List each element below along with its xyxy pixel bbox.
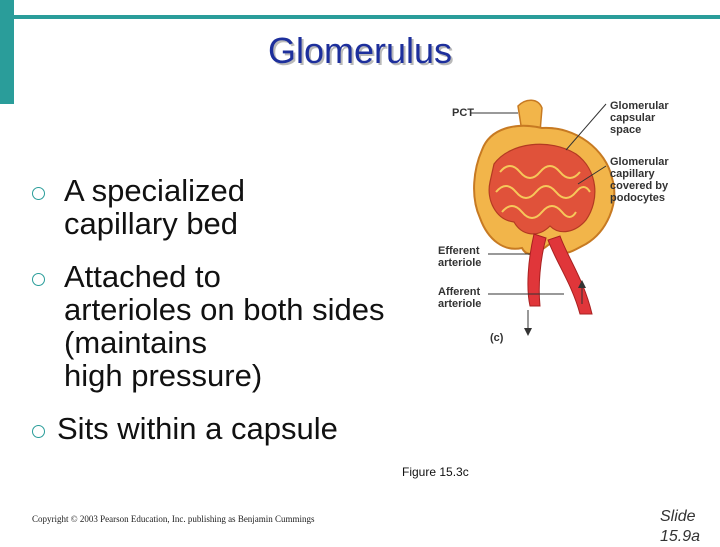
bullet-dot-icon bbox=[32, 425, 45, 438]
arrow-down-icon bbox=[524, 328, 532, 336]
bullet-text: Attached to arterioles on both sides (ma… bbox=[64, 259, 385, 393]
glomerular-capillary-tuft bbox=[488, 143, 596, 235]
copyright-text: Copyright © 2003 Pearson Education, Inc.… bbox=[32, 514, 315, 524]
figure-caption: Figure 15.3c bbox=[402, 465, 469, 479]
arrow-up-icon bbox=[578, 280, 586, 288]
label-panel-c: (c) bbox=[490, 332, 504, 344]
label-afferent: Afferent arteriole bbox=[438, 286, 482, 310]
label-pct: PCT bbox=[452, 107, 474, 119]
afferent-arteriole bbox=[547, 235, 593, 315]
efferent-arteriole bbox=[527, 233, 547, 307]
label-capillary: Glomerular capillary covered by podocyte… bbox=[610, 156, 669, 204]
label-efferent: Efferent arteriole bbox=[438, 245, 482, 269]
label-capsular-space: Glomerular capsular space bbox=[610, 100, 669, 136]
glomerulus-illustration bbox=[470, 99, 616, 336]
bullet-dot-icon bbox=[32, 187, 45, 200]
glomerulus-figure: PCT Glomerular capsular space Glomerular… bbox=[430, 92, 710, 362]
slide-number: Slide 15.9a bbox=[660, 508, 701, 545]
bullet-text: Sits within a capsule bbox=[57, 411, 338, 446]
accent-bar-top bbox=[14, 15, 720, 19]
bullet-text: A specialized capillary bed bbox=[64, 173, 245, 241]
slide-title: Glomerulus bbox=[267, 30, 453, 71]
accent-bar-left bbox=[0, 0, 14, 104]
bullet-dot-icon bbox=[32, 273, 45, 286]
